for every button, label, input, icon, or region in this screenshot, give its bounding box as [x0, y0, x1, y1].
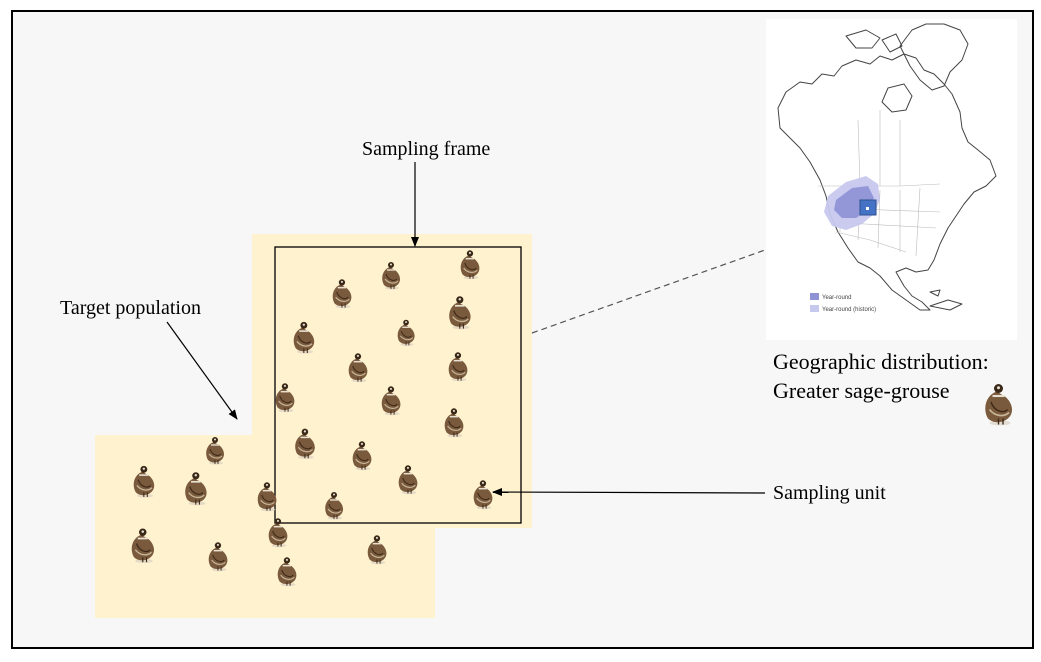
north-america-outline — [777, 23, 997, 311]
target-population-label: Target population — [60, 297, 201, 319]
target-population-area — [95, 234, 532, 618]
legend-swatch-historic — [810, 305, 819, 312]
geo-caption-line1: Geographic distribution: — [773, 349, 989, 374]
legend-year-round: Year-round — [822, 295, 851, 301]
range-map: Year-round Year-round (historic) — [766, 19, 1017, 340]
study-area-marker-dot — [866, 207, 869, 210]
sampling-unit-label: Sampling unit — [773, 482, 886, 504]
sampling-unit-arrow — [492, 488, 766, 497]
legend-swatch-year-round — [810, 293, 819, 300]
legend-year-round-historic: Year-round (historic) — [822, 307, 876, 313]
target-population-arrow — [166, 321, 238, 420]
sampling-frame-box — [274, 246, 522, 524]
map-panel — [766, 19, 1017, 340]
sampling-frame-label: Sampling frame — [362, 138, 490, 160]
geo-caption-line2: Greater sage-grouse — [773, 378, 950, 403]
